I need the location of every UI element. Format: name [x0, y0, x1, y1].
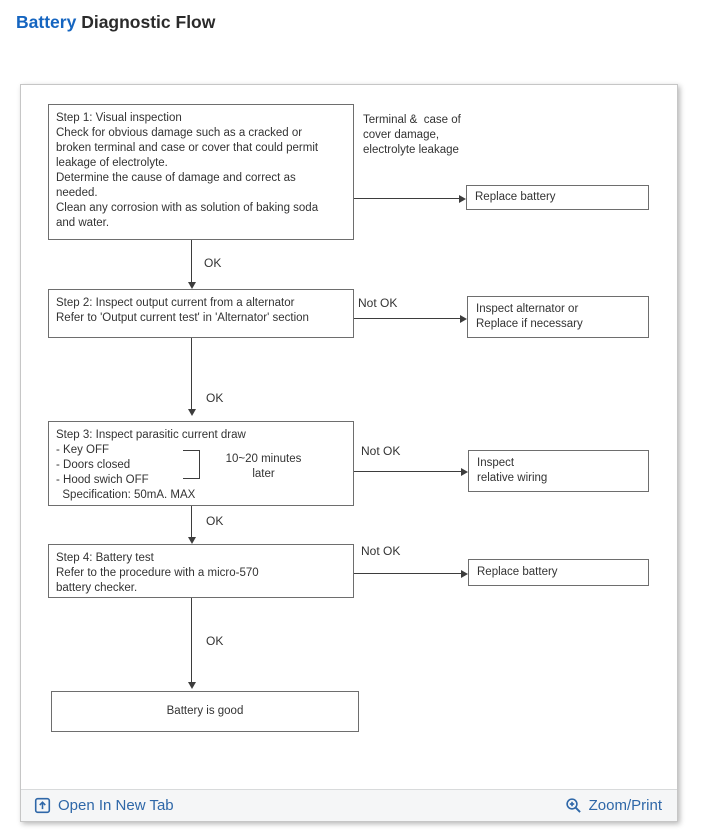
step4-box: Step 4: Battery test Refer to the proced…	[48, 544, 354, 598]
step3-text: Step 3: Inspect parasitic current draw -…	[56, 429, 246, 501]
result-label: Battery is good	[166, 705, 244, 717]
ok-label-2: OK	[206, 391, 224, 405]
outcome-replace-battery-1-label: Replace battery	[475, 191, 556, 203]
bracket-vertical-segment	[199, 450, 200, 479]
step2-box: Step 2: Inspect output current from a al…	[48, 289, 354, 338]
zoom-print-label: Zoom/Print	[588, 797, 662, 814]
arrow-step4-replace	[354, 569, 468, 578]
not-ok-label-1: Not OK	[358, 296, 398, 310]
not-ok-label-2: Not OK	[361, 444, 401, 458]
step1-box: Step 1: Visual inspection Check for obvi…	[48, 104, 354, 240]
diagram-panel: Step 1: Visual inspection Check for obvi…	[20, 84, 678, 822]
outcome-replace-battery-1-box: Replace battery	[466, 185, 649, 210]
outcome-replace-battery-2-box: Replace battery	[468, 559, 649, 586]
outcome-replace-battery-2-label: Replace battery	[477, 566, 558, 578]
open-in-new-tab-link[interactable]: Open In New Tab	[34, 797, 174, 814]
arrow-step3-step4	[187, 506, 196, 544]
arrow-step2-alternator	[354, 314, 467, 323]
viewer-footer: Open In New Tab Zoom/Print	[21, 789, 677, 821]
step3-note: 10~20 minutes later	[225, 453, 302, 480]
flowchart-canvas: Step 1: Visual inspection Check for obvi…	[21, 85, 677, 789]
bracket-top-segment	[183, 450, 199, 451]
outcome-alternator-box: Inspect alternator or Replace if necessa…	[467, 296, 649, 338]
step1-annotation: Terminal & case of cover damage, electro…	[363, 114, 461, 156]
open-in-new-tab-label: Open In New Tab	[58, 797, 174, 814]
page-title: Battery Diagnostic Flow	[16, 12, 215, 33]
arrow-step1-replace	[354, 194, 466, 203]
zoom-print-icon	[565, 797, 582, 814]
not-ok-label-3: Not OK	[361, 544, 401, 558]
arrow-step3-wiring	[354, 467, 468, 476]
bracket-bottom-segment	[183, 478, 199, 479]
ok-label-3: OK	[206, 514, 224, 528]
page-title-accent: Battery	[16, 12, 77, 32]
zoom-print-link[interactable]: Zoom/Print	[565, 797, 662, 814]
page-title-rest: Diagnostic Flow	[81, 12, 216, 32]
arrow-step2-step3	[187, 338, 196, 416]
outcome-wiring-box: Inspect relative wiring	[468, 450, 649, 492]
arrow-step1-step2	[187, 240, 196, 289]
open-in-new-tab-icon	[34, 797, 51, 814]
arrow-step4-result	[187, 598, 196, 689]
ok-label-1: OK	[204, 256, 222, 270]
step3-box: Step 3: Inspect parasitic current draw -…	[48, 421, 354, 506]
ok-label-4: OK	[206, 634, 224, 648]
result-box: Battery is good	[51, 691, 359, 732]
